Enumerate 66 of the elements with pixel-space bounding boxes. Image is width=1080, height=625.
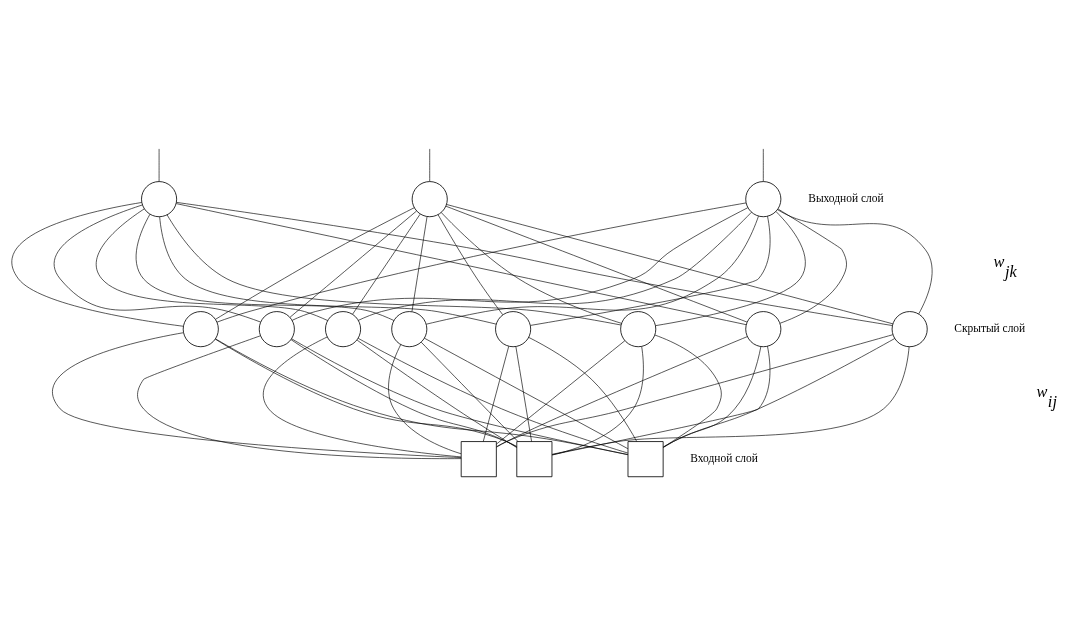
connector: [445, 205, 748, 323]
connector: [52, 332, 462, 458]
connector: [95, 208, 328, 321]
connector: [482, 346, 510, 442]
connector: [424, 337, 629, 449]
connector: [358, 212, 752, 321]
connector: [655, 211, 806, 326]
node-circle: [391, 311, 428, 348]
connector: [215, 207, 415, 320]
node-box: [516, 441, 553, 478]
connector: [528, 337, 638, 442]
connector: [426, 215, 759, 325]
connector: [496, 334, 894, 447]
connector: [53, 204, 262, 323]
connector: [176, 202, 893, 326]
node-circle: [258, 311, 295, 348]
connector: [515, 346, 532, 442]
node-circle: [325, 311, 362, 348]
connector: [215, 338, 517, 447]
node-box: [627, 441, 664, 478]
connector: [663, 346, 762, 448]
connector: [357, 338, 629, 454]
connector: [530, 216, 771, 326]
node-circle: [620, 311, 657, 348]
node-box: [460, 441, 497, 478]
connector: [291, 207, 748, 321]
connector: [441, 212, 622, 324]
connector: [166, 214, 622, 326]
label: Скрытый слой: [954, 322, 1026, 335]
node-circle: [411, 181, 448, 218]
connector: [777, 209, 933, 315]
node-circle: [182, 311, 219, 348]
connector: [551, 346, 644, 456]
connector: [159, 216, 497, 325]
node-circle: [745, 181, 782, 218]
connector: [137, 335, 462, 459]
node-circle: [495, 311, 532, 348]
connector: [420, 341, 519, 442]
connector: [496, 340, 626, 445]
connector: [411, 216, 428, 312]
label: Выходной слой: [808, 192, 884, 205]
connector: [777, 208, 847, 324]
connector: [551, 345, 771, 456]
connector: [356, 339, 518, 448]
connector: [290, 339, 518, 448]
connector: [437, 214, 504, 316]
connector: [158, 148, 160, 182]
connector: [11, 202, 184, 327]
connector: [289, 210, 417, 318]
node-circle: [745, 311, 782, 348]
connector: [446, 204, 894, 325]
connector: [662, 338, 896, 448]
connector: [551, 346, 910, 455]
node-circle: [891, 311, 928, 348]
label: Входной слой: [690, 452, 758, 465]
connector: [654, 334, 722, 448]
connector: [291, 338, 629, 456]
connector: [352, 213, 421, 315]
connector: [429, 148, 431, 182]
connector: [496, 336, 748, 448]
connector: [763, 148, 764, 182]
connector: [135, 214, 395, 321]
node-circle: [141, 181, 178, 218]
connector: [388, 344, 462, 455]
connector: [262, 336, 462, 458]
connector: [215, 338, 629, 455]
